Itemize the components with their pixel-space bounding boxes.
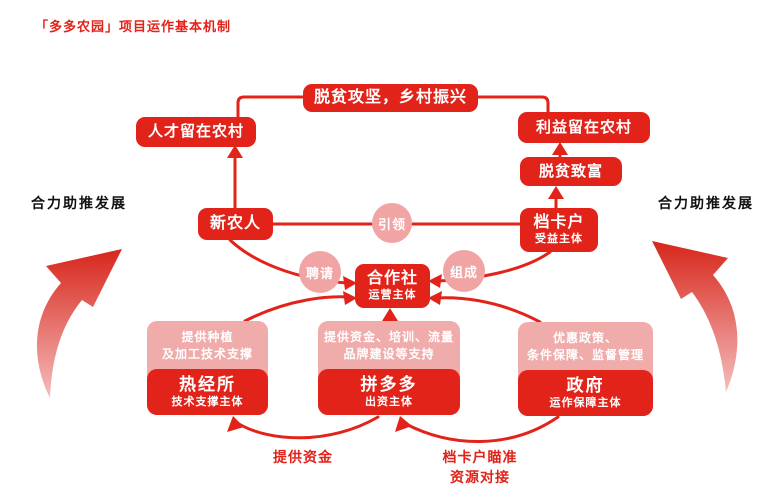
arrowhead-talent <box>227 145 243 158</box>
edge-label-lead: 引领 <box>372 203 412 243</box>
flow-label-fund: 提供资金 <box>273 449 333 465</box>
flow-label-target: 档卡户瞄准 资源对接 <box>420 447 540 487</box>
support-main: 拼多多 出资主体 <box>318 369 460 415</box>
arrowhead-coop-left-lower <box>343 291 357 305</box>
arrowhead-coop-bottom <box>382 308 398 321</box>
arrowhead-pinduoduo-bottom <box>395 416 412 432</box>
page-title: 「多多农园」项目运作基本机制 <box>35 19 232 34</box>
edge-rejingsuo-to-coop <box>243 295 351 323</box>
node-dangkahu: 档卡户 受益主体 <box>520 208 598 252</box>
support-name: 政府 <box>566 376 605 396</box>
support-role: 出资主体 <box>365 395 413 408</box>
edge-goal-to-benefit <box>476 95 550 114</box>
support-name: 拼多多 <box>360 375 418 395</box>
edge-label-hire: 聘请 <box>299 251 341 293</box>
node-benefit: 利益留在农村 <box>518 112 650 143</box>
node-talent: 人才留在农村 <box>136 117 256 147</box>
support-box-rejingsuo: 提供种植 及加工技术支撑 热经所 技术支撑主体 <box>147 321 268 415</box>
arrowhead-coop-right-upper <box>428 274 442 288</box>
support-role: 技术支撑主体 <box>171 395 244 408</box>
support-box-pinduoduo: 提供资金、培训、流量 品牌建设等支持 拼多多 出资主体 <box>318 321 460 415</box>
support-note-line1: 提供种植 <box>181 329 234 344</box>
support-note: 优惠政策、 条件保障、监督管理 <box>518 322 653 372</box>
edge-zhengfu-to-pinduoduo <box>404 415 560 443</box>
edge-pinduoduo-to-rejingsuo <box>237 415 380 440</box>
support-name: 热经所 <box>179 375 236 395</box>
support-role: 运作保障主体 <box>549 396 622 409</box>
node-goal: 脱贫攻坚，乡村振兴 <box>303 84 478 112</box>
support-box-zhengfu: 优惠政策、 条件保障、监督管理 政府 运作保障主体 <box>518 322 653 416</box>
side-label-right: 合力助推发展 <box>658 195 754 211</box>
node-cooperative: 合作社 运营主体 <box>355 264 430 308</box>
swoosh-arrow-right <box>652 241 738 392</box>
side-label-left: 合力助推发展 <box>31 195 127 211</box>
arrowhead-rejingsuo-bottom <box>227 416 244 432</box>
arrowhead-wealth <box>548 186 564 199</box>
node-dangkahu-name: 档卡户 <box>533 214 585 232</box>
support-note-line2: 条件保障、监督管理 <box>526 348 644 362</box>
arrowhead-coop-left-upper <box>343 276 357 290</box>
node-dangkahu-role: 受益主体 <box>535 232 583 245</box>
flow-label-target-line1: 档卡户瞄准 <box>442 449 518 465</box>
flow-label-target-line2: 资源对接 <box>450 469 510 485</box>
support-note: 提供种植 及加工技术支撑 <box>147 321 268 371</box>
node-wealth: 脱贫致富 <box>520 157 622 186</box>
edge-zhengfu-to-coop <box>434 296 542 324</box>
support-note-line2: 及加工技术支撑 <box>161 347 253 361</box>
edge-goal-to-talent <box>236 95 305 119</box>
support-note-line1: 优惠政策、 <box>552 330 618 345</box>
support-note-line1: 提供资金、培训、流量 <box>323 329 454 344</box>
edge-label-form: 组成 <box>443 250 485 292</box>
support-main: 热经所 技术支撑主体 <box>147 369 268 415</box>
arrowhead-benefit <box>552 142 568 155</box>
swoosh-arrow-left <box>36 249 122 398</box>
arrowhead-coop-right-lower <box>428 291 442 305</box>
node-cooperative-name: 合作社 <box>366 270 418 288</box>
support-note-line2: 品牌建设等支持 <box>343 347 435 361</box>
support-main: 政府 运作保障主体 <box>518 370 653 416</box>
node-cooperative-role: 运营主体 <box>368 288 417 301</box>
support-note: 提供资金、培训、流量 品牌建设等支持 <box>318 321 460 371</box>
node-new-farmer: 新农人 <box>198 208 273 240</box>
